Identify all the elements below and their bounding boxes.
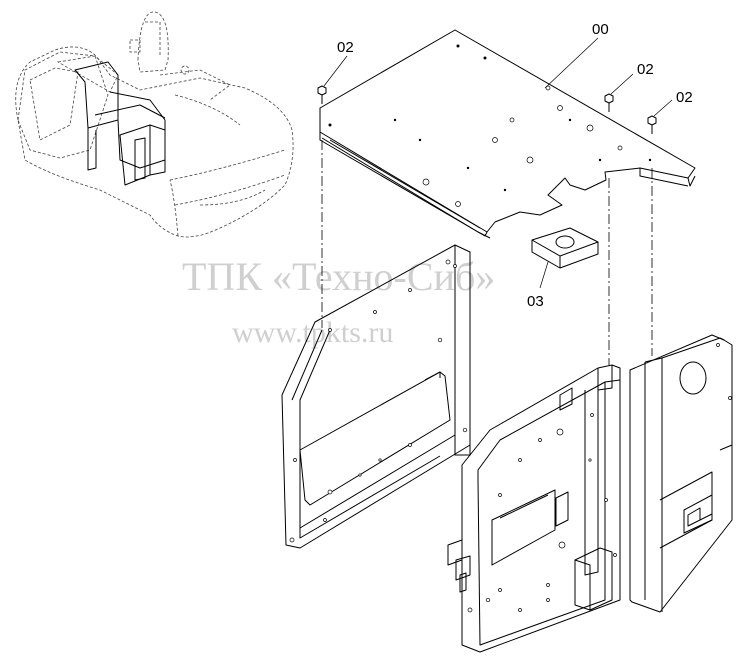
rear-panel-icon [447, 364, 621, 653]
spacer-block-icon [531, 227, 599, 269]
bolt-icon [317, 85, 657, 134]
callout-02-left: 02 [337, 39, 354, 56]
watermark-line2: www.tpkts.ru [232, 316, 393, 349]
callout-03: 03 [527, 293, 544, 310]
floor-plate-icon [319, 29, 696, 239]
right-cover-icon [629, 334, 733, 613]
callout-02-right: 02 [676, 89, 693, 106]
callout-02-mid: 02 [637, 61, 654, 78]
callout-00: 00 [592, 21, 609, 38]
side-panel-icon [281, 244, 471, 549]
excavator-overview-icon [15, 11, 294, 238]
watermark-line1: ТПК «Техно-Сиб» [182, 254, 495, 299]
